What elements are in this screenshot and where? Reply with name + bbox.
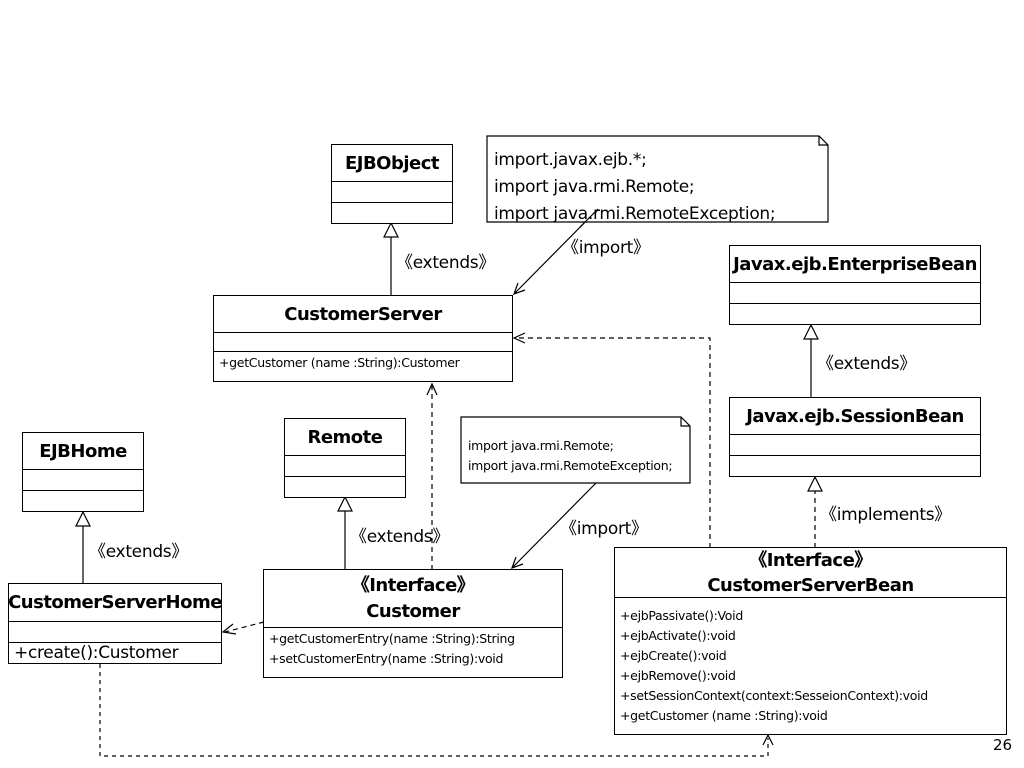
class-name: CustomerServer [214, 296, 512, 333]
operation: +getCustomer (name :String):Customer [219, 355, 460, 370]
operation: +ejbCreate():void [620, 648, 727, 663]
class-customer-interface: 《Interface》 Customer +getCustomerEntry(n… [263, 569, 563, 678]
class-name: EJBObject [332, 145, 452, 182]
dependency-line-bean-server [516, 337, 711, 548]
dependency-line-home-bean [99, 664, 769, 757]
attributes-section [730, 283, 980, 304]
class-ejbhome: EJBHome [22, 432, 144, 512]
operation: +setCustomerEntry(name :String):void [269, 651, 504, 666]
note-top-shape [486, 135, 829, 223]
class-customerserverbean: 《Interface》 CustomerServerBean +ejbPassi… [614, 547, 1007, 735]
attributes-section [23, 470, 143, 491]
label-extends-remote: 《extends》 [350, 527, 450, 547]
operation: +ejbPassivate():Void [620, 608, 743, 623]
operation: +create():Customer [14, 643, 179, 663]
page-number: 26 [993, 736, 1013, 754]
operation: +setSessionContext(context:SesseionConte… [620, 688, 928, 703]
label-implements-session: 《implements》 [820, 505, 951, 525]
attributes-section [730, 435, 980, 456]
generalization-arrowhead [337, 495, 353, 512]
attributes-section [332, 182, 452, 203]
stereotype-label: 《Interface》 [351, 574, 475, 596]
class-name: CustomerServerHome [8, 584, 222, 622]
note-line: import java.rmi.RemoteException; [468, 458, 673, 473]
note-line: import.javax.ejb.*; [494, 150, 647, 170]
dependency-arrowhead [512, 332, 526, 344]
operation: +ejbActivate():void [620, 628, 736, 643]
operations-section: +getCustomerEntry(name :String):String +… [264, 628, 562, 669]
class-name: Remote [285, 419, 405, 456]
note-top-text: import.javax.ejb.*; import java.rmi.Remo… [494, 147, 776, 228]
note-top-fold [818, 136, 828, 146]
label-extends-enterprise: 《extends》 [817, 354, 917, 374]
class-name: CustomerServerBean [707, 574, 914, 596]
class-customerserverhome: CustomerServerHome +create():Customer [8, 583, 222, 664]
generalization-arrowhead [803, 323, 819, 340]
realization-arrowhead [807, 475, 823, 492]
dependency-arrowhead [221, 623, 237, 635]
class-name: Javax.ejb.SessionBean [730, 398, 980, 435]
note-middle-fold [680, 417, 690, 427]
class-sessionbean: Javax.ejb.SessionBean [729, 397, 981, 477]
note-line: import java.rmi.Remote; [468, 438, 614, 453]
class-remote: Remote [284, 418, 406, 498]
operation: +getCustomer (name :String):void [620, 708, 828, 723]
label-import-middle: 《import》 [560, 519, 648, 539]
label-import-top: 《import》 [562, 238, 650, 258]
dependency-arrowhead [426, 382, 438, 396]
dependency-arrowhead [762, 733, 774, 746]
label-extends-ejbobject: 《extends》 [396, 253, 496, 273]
operations-section: +getCustomer (name :String):Customer [214, 352, 512, 373]
operation: +ejbRemove():void [620, 668, 736, 683]
import-line-middle-note [511, 482, 597, 569]
class-customerserver: CustomerServer +getCustomer (name :Strin… [213, 295, 513, 382]
class-ejbobject: EJBObject [331, 144, 453, 224]
operations-section: +create():Customer [9, 643, 221, 663]
attributes-section [285, 456, 405, 477]
operation: +getCustomerEntry(name :String):String [269, 631, 515, 646]
class-name: Javax.ejb.EnterpriseBean [730, 246, 980, 283]
label-extends-ejbhome: 《extends》 [89, 542, 189, 562]
stereotype-label: 《Interface》 [749, 549, 872, 571]
class-header: 《Interface》 Customer [264, 570, 562, 628]
import-arrowhead [510, 556, 524, 570]
attributes-section [214, 333, 512, 352]
class-name: EJBHome [23, 433, 143, 470]
note-middle-shape [460, 416, 691, 484]
import-arrowhead [512, 282, 526, 296]
dependency-line-customer-home [224, 621, 265, 633]
class-header: 《Interface》 CustomerServerBean [615, 548, 1006, 598]
class-name: Customer [366, 600, 460, 622]
note-line: import java.rmi.Remote; [494, 177, 695, 197]
attributes-section [9, 622, 221, 643]
note-line: import java.rmi.RemoteException; [494, 204, 776, 224]
note-middle-text: import java.rmi.Remote; import java.rmi.… [468, 436, 673, 476]
generalization-arrowhead [75, 510, 91, 527]
generalization-arrowhead [383, 221, 399, 238]
class-enterprisebean: Javax.ejb.EnterpriseBean [729, 245, 981, 325]
operations-section: +ejbPassivate():Void +ejbActivate():void… [615, 598, 1006, 726]
